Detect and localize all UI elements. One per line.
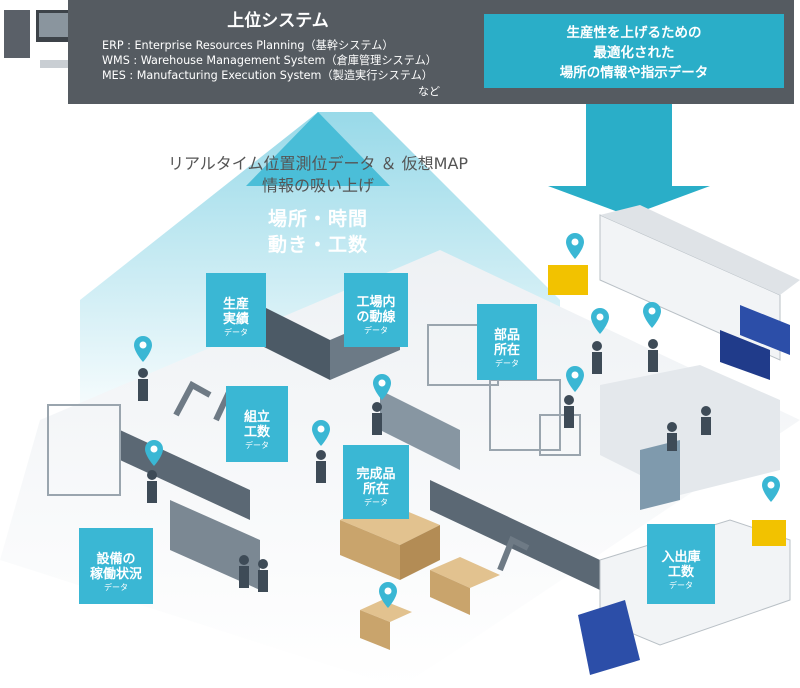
tag-data-label: データ (669, 581, 693, 590)
tag-line: 組立 (243, 410, 270, 425)
location-pin-icon (379, 582, 397, 608)
optimized-data-line: 場所の情報や指示データ (559, 65, 709, 81)
location-pin-icon (373, 374, 391, 400)
location-pin-icon (566, 233, 584, 259)
collection-headline: 場所・時間 (267, 208, 368, 230)
system-item-mes: MES : Manufacturing Execution System（製造実… (102, 69, 433, 82)
optimized-data-line: 最適化された (593, 45, 675, 61)
system-item-erp: ERP : Enterprise Resources Planning（基幹シス… (102, 39, 394, 52)
tag-line: 実績 (222, 312, 249, 327)
tag-line: 稼働状況 (89, 567, 142, 582)
tag-line: の動線 (356, 310, 396, 325)
collection-headline: 動き・工数 (267, 234, 368, 256)
tag-data-label: データ (495, 359, 519, 368)
location-pin-icon (566, 366, 584, 392)
system-item-wms: WMS : Warehouse Management System（倉庫管理シス… (102, 54, 437, 67)
location-pin-icon (145, 440, 163, 466)
tag-line: 工数 (243, 425, 270, 440)
optimized-data-box: 生産性を上げるための 最適化された 場所の情報や指示データ (484, 14, 784, 88)
tag-data-label: データ (224, 328, 248, 337)
collection-caption: 情報の吸い上げ (261, 176, 374, 195)
collection-caption: リアルタイム位置測位データ ＆ 仮想MAP (167, 154, 469, 173)
tag-line: 所在 (493, 343, 520, 358)
tag-line: 工場内 (356, 295, 396, 310)
location-pin-icon (134, 336, 152, 362)
tag-line: 完成品 (356, 467, 396, 482)
tag-inbound-outbound-manhours: 入出庫 工数 データ (647, 524, 715, 604)
tag-line: 所在 (362, 482, 389, 497)
tag-line: 生産 (222, 297, 249, 312)
tag-factory-flow-line: 工場内 の動線 データ (344, 273, 408, 347)
tag-data-label: データ (104, 583, 128, 592)
location-pin-icon (762, 476, 780, 502)
location-pin-icon (312, 420, 330, 446)
system-etc: など (418, 85, 440, 98)
banner-title: 上位システム (227, 11, 329, 31)
optimized-data-line: 生産性を上げるための (566, 25, 702, 41)
tag-data-label: データ (364, 498, 388, 507)
tag-line: 入出庫 (661, 550, 701, 565)
tag-assembly-manhours: 組立 工数 データ (226, 386, 288, 462)
tag-production-results: 生産 実績 データ (206, 273, 266, 347)
tag-finished-goods-location: 完成品 所在 データ (343, 445, 409, 519)
tag-parts-location: 部品 所在 データ (477, 304, 537, 380)
tag-data-label: データ (364, 326, 388, 335)
tag-line: 工数 (667, 565, 694, 580)
location-pin-icon (643, 302, 661, 328)
tag-data-label: データ (245, 441, 269, 450)
location-pin-icon (591, 308, 609, 334)
tag-line: 部品 (493, 328, 520, 343)
tag-line: 設備の (96, 552, 136, 567)
tag-equipment-operation: 設備の 稼働状況 データ (79, 528, 153, 604)
